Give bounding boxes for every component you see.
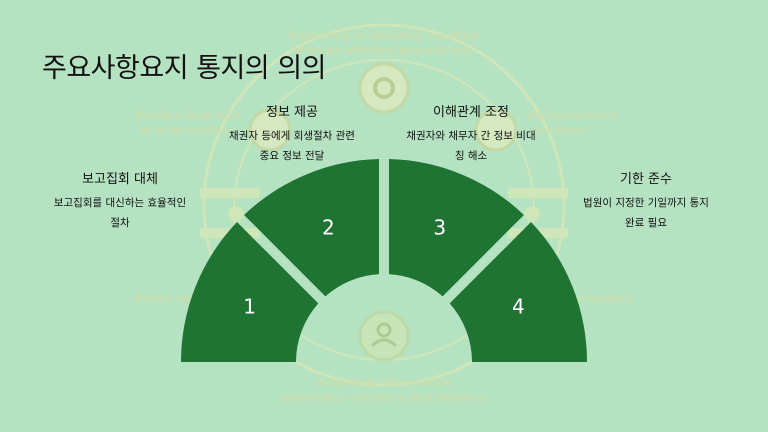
segment-number: 1	[243, 294, 256, 318]
background-text: Proviot ieeg wito	[135, 109, 241, 122]
segment-description: 채권자와 채무자 간 정보 비대 칭 해소	[371, 126, 571, 166]
segment-number: 4	[512, 294, 525, 318]
segment-label-3: 이해관계 조정 채권자와 채무자 간 정보 비대 칭 해소	[371, 101, 571, 166]
background-dot-right	[524, 206, 540, 222]
background-text: Resolving information	[316, 376, 453, 389]
segment-heading: 이해관계 조정	[433, 105, 509, 120]
page-title: 주요사항요지 통지의 의의	[42, 53, 326, 84]
segment-description: 법원이 지정한 기일까지 통지 완료 필요	[546, 193, 746, 233]
background-dot-left	[228, 206, 244, 222]
segment-description: 채권자 등에게 회생절차 관련 중요 정보 전달	[192, 126, 392, 166]
segment-description-line: 채권자 등에게 회생절차 관련	[229, 130, 355, 142]
background-bar-left-top	[200, 188, 260, 198]
segment-description-line: 완료 필요	[625, 217, 667, 229]
segment-description-line: 보고집회를 대신하는 효율적인	[53, 197, 187, 209]
background-text: asymnetry creditors and debtors.	[280, 391, 488, 404]
background-text: designated	[563, 292, 632, 305]
gear-icon	[358, 62, 410, 114]
segment-label-2: 정보 제공 채권자 등에게 회생절차 관련 중요 정보 전달	[192, 101, 392, 166]
segment-1	[181, 222, 319, 362]
segment-description-line: 채권자와 채무자 간 정보 비대	[406, 130, 536, 142]
segment-heading: 정보 제공	[266, 105, 318, 120]
background-text: with an efficient proceduras.	[295, 44, 473, 57]
segment-4	[449, 222, 587, 362]
segment-label-4: 기한 준수 법원이 지정한 기일까지 통지 완료 필요	[546, 168, 746, 233]
document-icon	[248, 108, 292, 152]
background-text: to w to credito	[138, 124, 230, 137]
segment-ring: 1 2 3 4	[181, 159, 587, 362]
background-text: creditor.	[534, 124, 586, 137]
background-bar-right-top	[508, 188, 568, 198]
segment-label-1: 보고집회 대체 보고집회를 대신하는 효율적인 절차	[20, 168, 220, 233]
background-text: Reporting a reporting meeting	[289, 29, 479, 42]
segment-3	[388, 159, 524, 297]
segment-description-line: 법원이 지정한 기일까지 통지	[583, 197, 709, 209]
segment-heading: 기한 준수	[620, 172, 672, 187]
background-illustration: Reporting a reporting meeting with an ef…	[135, 23, 633, 404]
segment-heading: 보고집회 대체	[82, 172, 158, 187]
background-cycle-ring	[202, 23, 566, 387]
segment-2	[244, 159, 380, 297]
segment-description: 보고집회를 대신하는 효율적인 절차	[20, 193, 220, 233]
person-icon	[358, 310, 410, 362]
segment-description-line: 칭 해소	[454, 150, 488, 162]
segment-description-line: 절차	[110, 217, 130, 229]
segment-number: 3	[433, 216, 446, 240]
background-text: Deicsmartennt	[526, 109, 617, 122]
background-text: Ectlvv com	[135, 292, 202, 305]
handshake-icon	[474, 108, 518, 152]
segment-description-line: 중요 정보 전달	[259, 150, 325, 162]
segment-number: 2	[322, 216, 335, 240]
